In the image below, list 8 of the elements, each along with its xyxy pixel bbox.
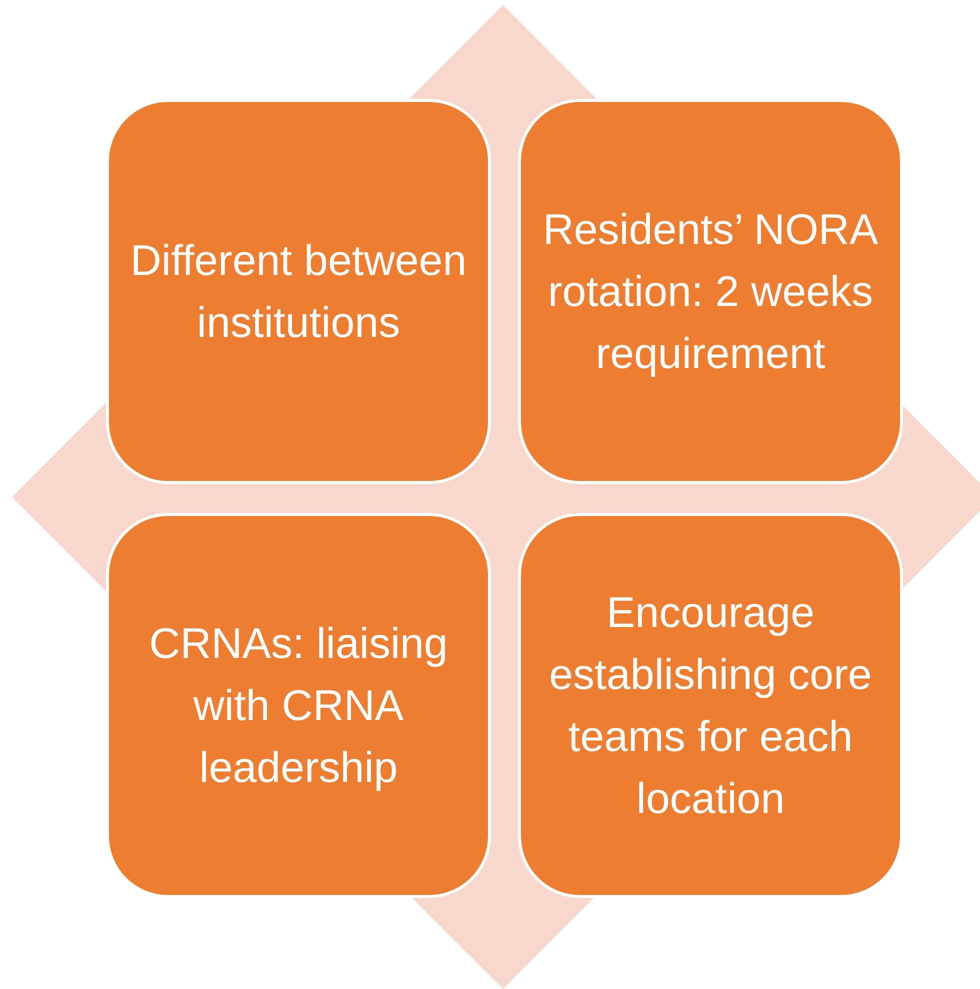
box-text: Different between institutions — [129, 236, 468, 348]
box-text: Residents’ NORA rotation: 2 weeks requirement — [542, 204, 880, 380]
rounded-box — [518, 99, 903, 484]
rounded-box — [106, 513, 491, 898]
box-text: CRNAs: liaising with CRNA leadership — [148, 618, 449, 794]
rounded-box — [106, 99, 491, 484]
rounded-box — [518, 513, 903, 898]
box-text: Encourage establishing core teams for each location — [548, 588, 873, 824]
